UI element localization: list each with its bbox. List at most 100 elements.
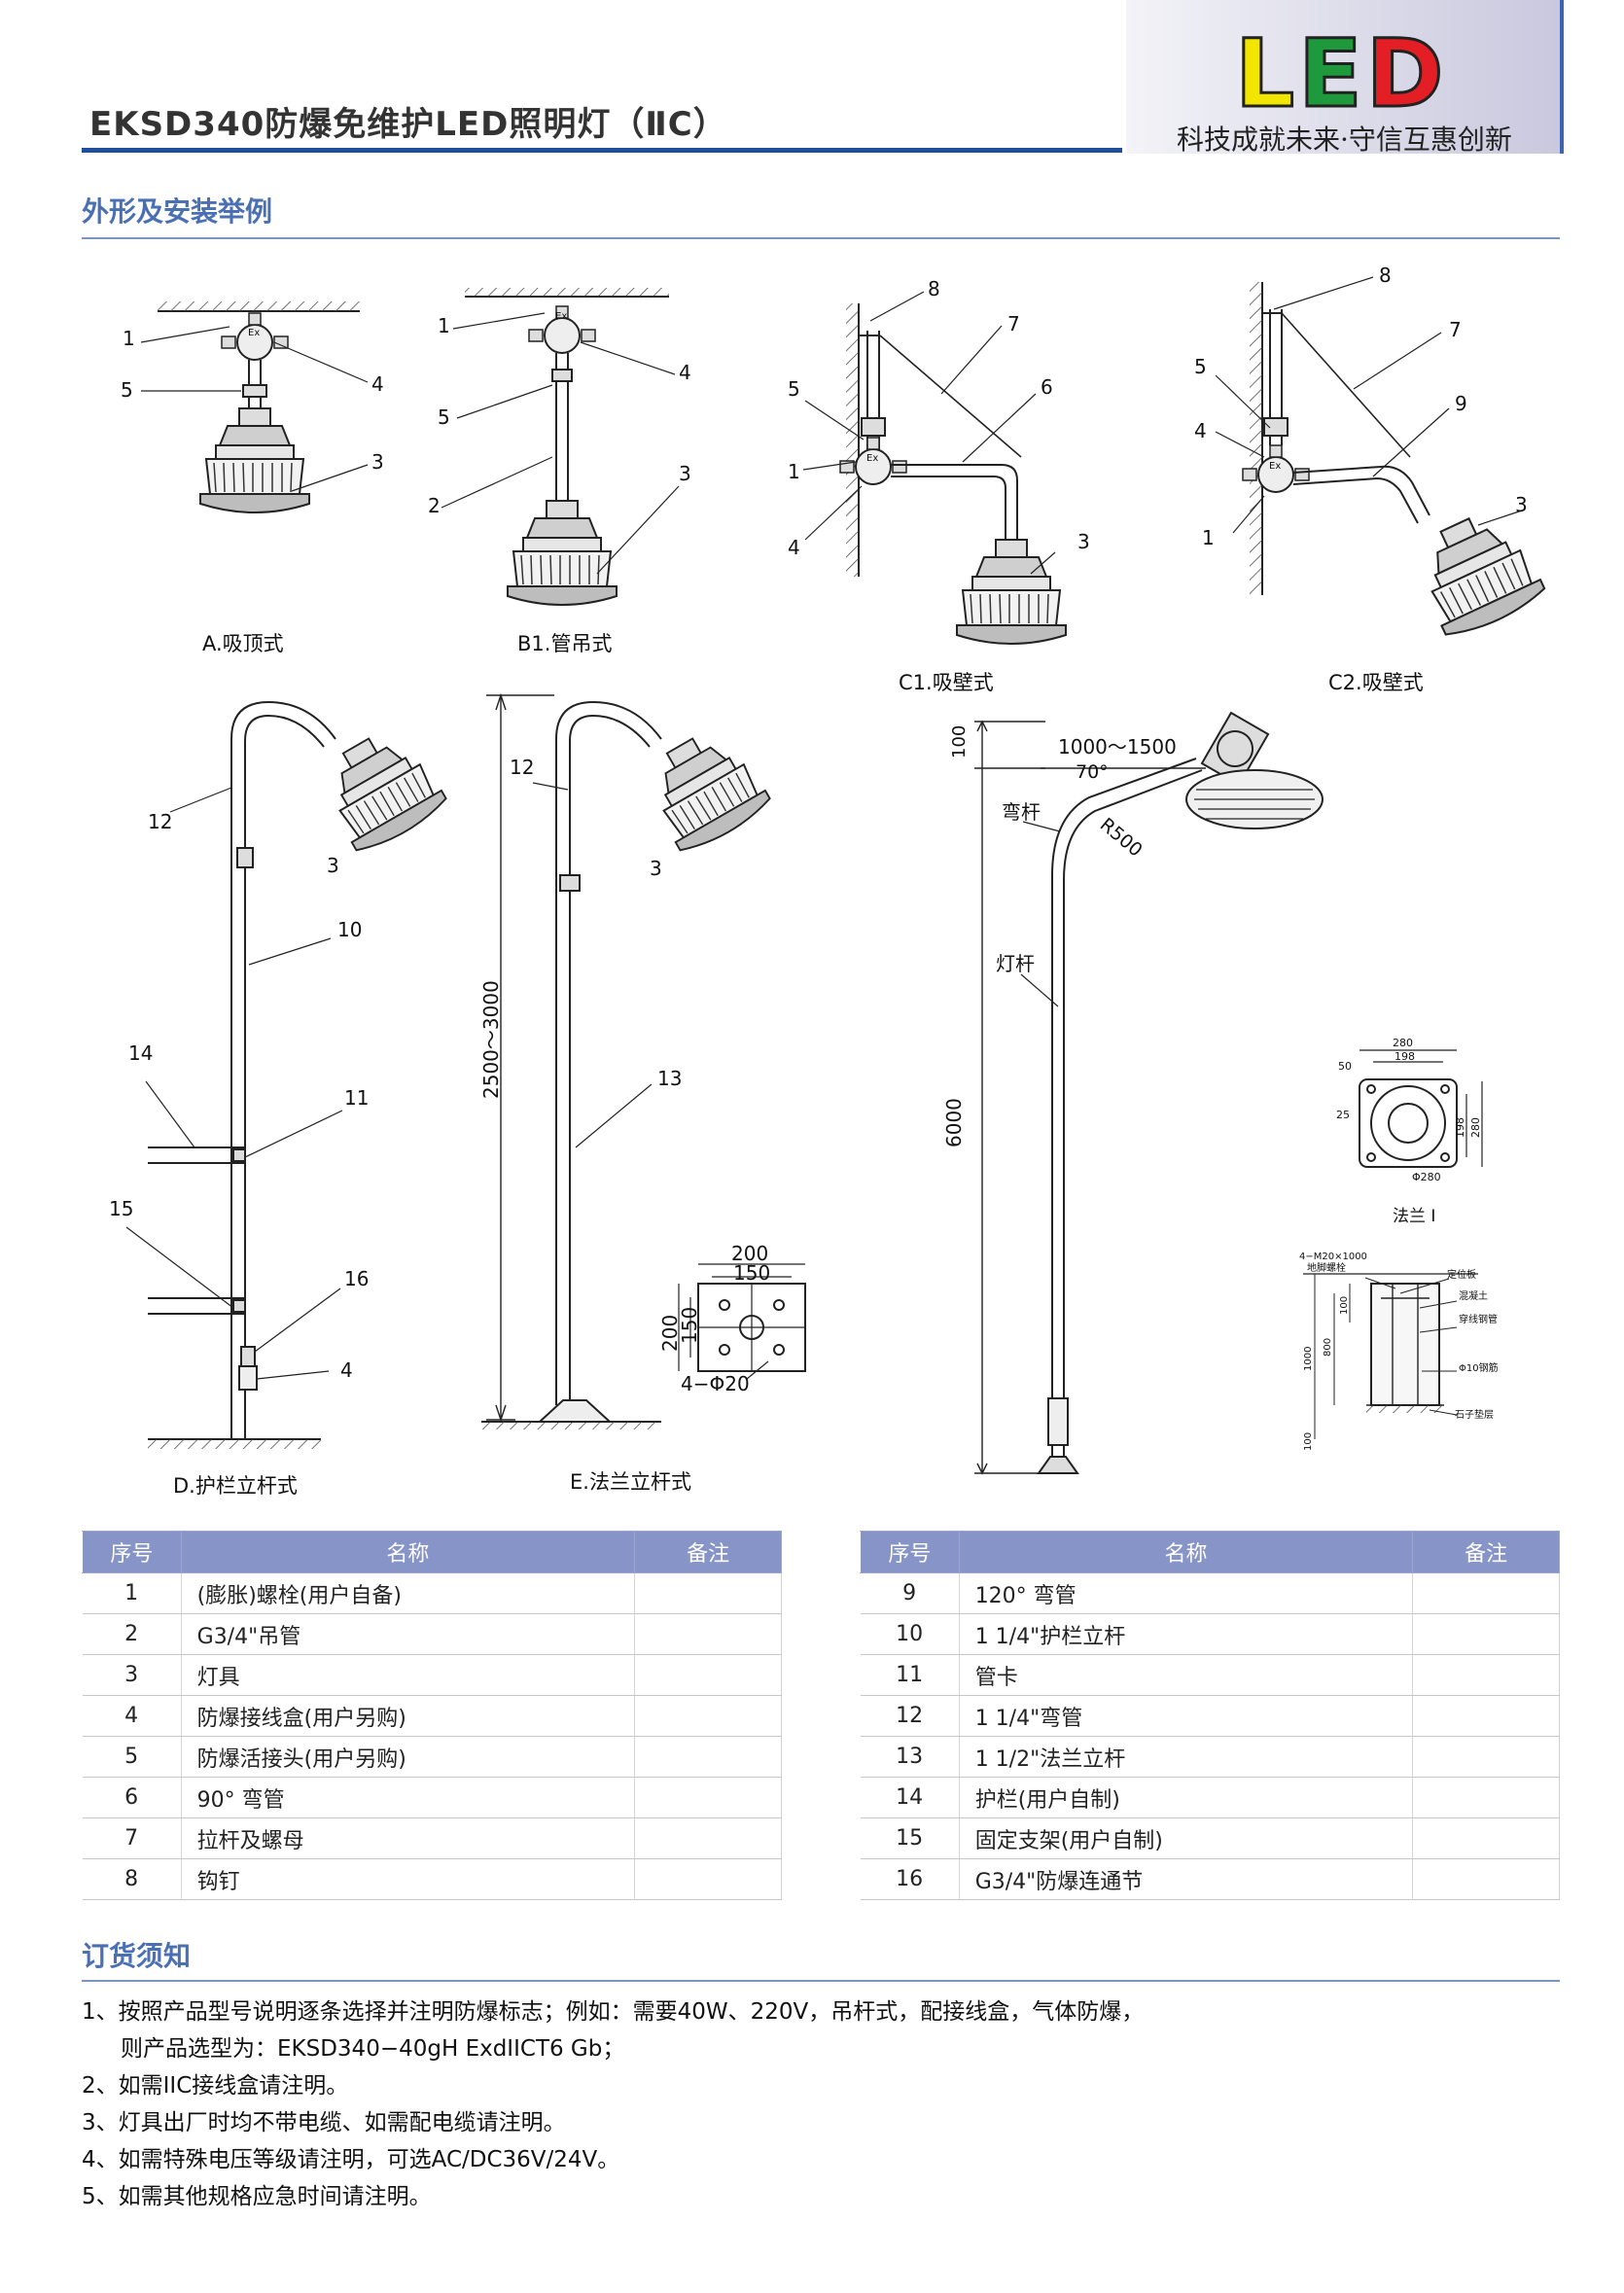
table-row: 1(膨胀)螺栓(用户自备) — [82, 1572, 782, 1614]
e-base-h-outer: 200 — [658, 1315, 682, 1352]
e-base-w-outer: 200 — [731, 1242, 768, 1265]
cell-remark — [634, 1654, 782, 1696]
cell-remark — [1412, 1777, 1560, 1818]
cell-index: 16 — [860, 1858, 960, 1900]
callout-a-3: 3 — [371, 450, 384, 474]
foundation-plate: 定位板 — [1447, 1268, 1476, 1281]
flange-w2: 198 — [1395, 1050, 1415, 1063]
flange-h2: 280 — [1469, 1117, 1482, 1138]
cell-remark — [1412, 1736, 1560, 1778]
cell-name: 90° 弯管 — [181, 1777, 636, 1818]
callout-c2-4: 4 — [1194, 419, 1207, 442]
cell-name: G3/4"吊管 — [181, 1613, 636, 1655]
foundation-rebar: Φ10钢筋 — [1459, 1361, 1499, 1374]
cell-index: 15 — [860, 1817, 960, 1859]
ex-mark-c2: Ex — [1269, 461, 1281, 472]
callout-d-3: 3 — [327, 854, 339, 877]
callout-d-14: 14 — [128, 1041, 153, 1065]
callout-e-12: 12 — [510, 756, 534, 779]
cell-index: 6 — [82, 1777, 182, 1818]
callout-a-1: 1 — [123, 327, 135, 350]
cell-name: G3/4"防爆连通节 — [959, 1858, 1414, 1900]
callout-d-12: 12 — [148, 810, 172, 833]
cell-name: 防爆活接头(用户另购) — [181, 1736, 636, 1778]
cell-index: 12 — [860, 1695, 960, 1737]
foundation-d4: 100 — [1303, 1432, 1314, 1451]
callout-b1-5: 5 — [438, 406, 450, 429]
callout-d-11: 11 — [344, 1086, 369, 1110]
cell-index: 2 — [82, 1613, 182, 1655]
e-base-w-inner: 150 — [733, 1261, 770, 1285]
header-rule — [82, 148, 1122, 153]
callout-d-16: 16 — [344, 1267, 369, 1290]
cell-name: 防爆接线盒(用户另购) — [181, 1695, 636, 1737]
cell-remark — [1412, 1654, 1560, 1696]
flange-w1: 280 — [1393, 1037, 1413, 1049]
pole-arm-label: 弯杆 — [1002, 800, 1041, 824]
flange-d1: 50 — [1338, 1060, 1352, 1073]
cell-name: 1 1/4"护栏立杆 — [959, 1613, 1414, 1655]
logo-panel — [1126, 0, 1564, 154]
pole-label: 灯杆 — [996, 952, 1035, 975]
callout-a-5: 5 — [121, 378, 133, 402]
caption-c1: C1.吸壁式 — [899, 671, 994, 694]
foundation-d1: 1000 — [1303, 1347, 1314, 1371]
callout-b1-2: 2 — [428, 494, 441, 517]
callout-d-15: 15 — [109, 1197, 133, 1220]
callout-d-4: 4 — [340, 1358, 353, 1382]
callout-b1-1: 1 — [438, 314, 450, 337]
cell-remark — [1412, 1572, 1560, 1614]
page-title: EKSD340防爆免维护LED照明灯（ⅡC） — [89, 105, 727, 144]
col-header-remark: 备注 — [1412, 1531, 1560, 1573]
order-note-1: 1、按照产品型号说明逐条选择并注明防爆标志；例如：需要40W、220V，吊杆式，… — [82, 1999, 1145, 2025]
cell-remark — [634, 1858, 782, 1900]
cell-index: 10 — [860, 1613, 960, 1655]
e-base-holes: 4−Φ20 — [681, 1372, 750, 1395]
caption-a: A.吸顶式 — [202, 632, 284, 655]
col-header-name: 名称 — [180, 1531, 636, 1573]
installation-drawings: 1 5 4 3 1 4 5 3 2 8 7 6 5 1 4 3 8 7 5 9 … — [109, 264, 1549, 1475]
callout-c1-5: 5 — [788, 377, 800, 401]
order-note-5: 5、如需其他规格应急时间请注明。 — [82, 2184, 432, 2209]
callout-c2-7: 7 — [1449, 318, 1462, 341]
cell-name: 固定支架(用户自制) — [959, 1817, 1414, 1859]
cell-remark — [1412, 1695, 1560, 1737]
ex-mark-a: Ex — [248, 328, 260, 338]
caption-d: D.护栏立杆式 — [173, 1474, 298, 1498]
foundation-bolt2: 地脚螺栓 — [1307, 1261, 1346, 1274]
logo-letter-l: L — [1233, 19, 1299, 128]
cell-name: 1 1/4"弯管 — [959, 1695, 1414, 1737]
cell-index: 3 — [82, 1654, 182, 1696]
cell-remark — [1412, 1613, 1560, 1655]
logo-letter-e: E — [1297, 19, 1366, 128]
col-header-index: 序号 — [82, 1531, 182, 1573]
caption-b1: B1.管吊式 — [517, 632, 613, 655]
pole-arm-length: 1000～1500 — [1058, 735, 1177, 758]
logo-slogan: 科技成就未来·守信互惠创新 — [1177, 123, 1512, 156]
cell-remark — [634, 1613, 782, 1655]
flange-h1: 198 — [1454, 1117, 1466, 1138]
foundation-gravel: 石子垫层 — [1455, 1408, 1494, 1421]
foundation-bolt: 4−M20×1000 — [1299, 1252, 1367, 1262]
section-rule — [82, 237, 1560, 239]
pole-top-offset: 100 — [949, 725, 970, 758]
callout-c2-3: 3 — [1515, 493, 1528, 516]
section-title-appearance: 外形及安装举例 — [82, 195, 273, 228]
cell-remark — [1412, 1817, 1560, 1859]
foundation-d3: 100 — [1339, 1296, 1350, 1315]
order-note-1-cont: 则产品选型为：EKSD340−40gH ExdIICT6 Gb； — [121, 2036, 625, 2062]
e-height-dimension: 2500～3000 — [479, 980, 503, 1099]
order-note-3: 3、灯具出厂时均不带电缆、如需配电缆请注明。 — [82, 2110, 566, 2135]
flange-d2: 25 — [1336, 1109, 1350, 1121]
caption-c2: C2.吸壁式 — [1328, 671, 1424, 694]
cell-remark — [634, 1695, 782, 1737]
cell-remark — [1412, 1858, 1560, 1900]
cell-index: 1 — [82, 1572, 182, 1614]
